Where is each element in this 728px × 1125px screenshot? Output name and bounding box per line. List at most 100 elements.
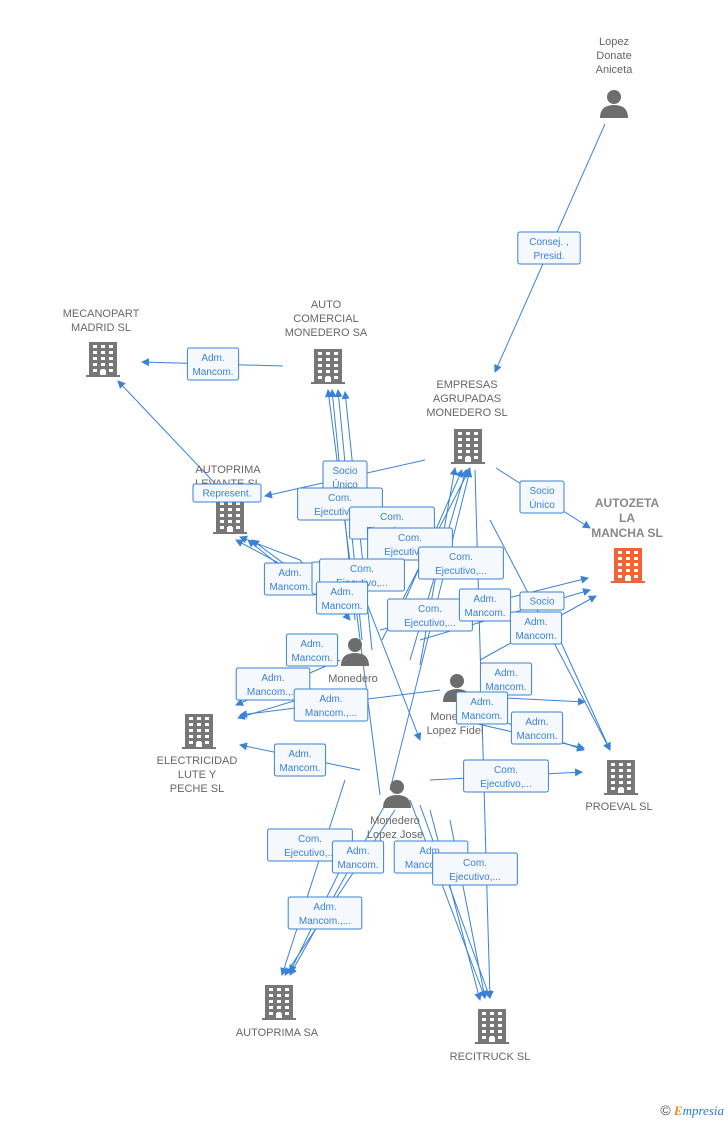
- edge-label-box: [186, 347, 240, 381]
- node-label-line: AUTO: [311, 299, 342, 311]
- edge-label-box: [331, 840, 385, 874]
- edge-label-box: [293, 688, 369, 722]
- edge-label-text: Mancom.: [515, 631, 556, 642]
- node-label-line: MONEDERO SL: [426, 407, 507, 419]
- edge-label-box: [519, 591, 565, 611]
- node-label: RECITRUCK SL: [450, 1051, 531, 1063]
- edge-labels-layer: Consej. ,Presid.Adm.Mancom.SocioÚnicoSoc…: [186, 231, 581, 930]
- edge-label-text: Adm.: [524, 617, 547, 628]
- edge-label-text: Com.: [449, 552, 473, 563]
- edge-label-l24[interactable]: Adm.Mancom.: [273, 743, 327, 777]
- edge-label-l29[interactable]: Com.Ejecutivo,...: [432, 852, 518, 886]
- edge-label-l25[interactable]: Com.Ejecutivo,...: [463, 759, 549, 793]
- node-label-line: RECITRUCK SL: [450, 1051, 531, 1063]
- building-icon: [86, 342, 120, 377]
- edge-33: [284, 809, 396, 976]
- building-icon: [604, 760, 638, 795]
- node-label-line: Lopez Jose: [367, 829, 423, 841]
- edge-label-box: [509, 611, 563, 645]
- edge-label-l9[interactable]: Com.Ejecutivo,...: [418, 546, 504, 580]
- edge-label-box: [235, 667, 311, 701]
- copyright-symbol: ©: [660, 1102, 671, 1118]
- node-label-line: AUTOPRIMA: [195, 464, 261, 476]
- edge-label-text: Adm.: [313, 902, 336, 913]
- edge-21: [559, 639, 611, 751]
- edge-34: [280, 779, 346, 976]
- edge-label-box: [432, 852, 518, 886]
- edge-label-text: Adm.: [261, 673, 284, 684]
- edge-label-text: Único: [529, 498, 555, 511]
- edge-label-text: Adm.: [300, 639, 323, 650]
- empresia-watermark: © Empresia: [660, 1102, 724, 1119]
- edge-36: [409, 799, 487, 999]
- edge-label-l26[interactable]: Com.Ejecutivo,...: [267, 828, 353, 862]
- node-label-line: MANCHA SL: [591, 526, 663, 540]
- edge-label-text: Adm.: [201, 353, 224, 364]
- edge-label-text: Adm.: [330, 587, 353, 598]
- edge-label-text: Mancom.: [516, 731, 557, 742]
- edge-label-text: Com.: [380, 512, 404, 523]
- edge-label-l10[interactable]: Adm.Mancom.: [263, 562, 317, 596]
- edge-38: [429, 809, 483, 1001]
- edge-label-text: Adm.: [278, 568, 301, 579]
- edge-label-l5[interactable]: Represent.: [192, 483, 262, 503]
- edge-label-l1[interactable]: Consej. ,Presid.: [517, 231, 581, 265]
- edge-label-box: [192, 483, 262, 503]
- edge-label-text: Ejecutivo,...: [284, 848, 336, 859]
- edge-label-l16[interactable]: Socio: [519, 591, 565, 611]
- edge-label-box: [458, 588, 512, 622]
- edge-label-l22[interactable]: Adm.Mancom.: [510, 711, 564, 745]
- edge-label-text: Adm.: [319, 694, 342, 705]
- edge-label-text: Consej. ,: [529, 237, 568, 248]
- node-autoprima[interactable]: AUTOPRIMA SA: [236, 985, 319, 1039]
- node-label-line: AGRUPADAS: [433, 393, 501, 405]
- edge-label-text: Ejecutivo,...: [384, 547, 436, 558]
- edge-label-box: [287, 896, 363, 930]
- node-label-line: EMPRESAS: [436, 379, 497, 391]
- node-recitruck[interactable]: RECITRUCK SL: [450, 1009, 531, 1063]
- edge-label-box: [510, 711, 564, 745]
- edge-label-box: [519, 480, 565, 514]
- edge-label-box: [285, 633, 339, 667]
- edge-label-l14[interactable]: Com.Ejecutivo,...: [387, 598, 473, 632]
- building-icon: [182, 714, 216, 749]
- edge-label-l19[interactable]: Adm. Mancom.: [479, 662, 533, 696]
- edge-label-text: Adm.: [494, 668, 517, 679]
- edge-label-l13[interactable]: Adm.Mancom.: [315, 581, 369, 615]
- edge-label-text: Ejecutivo,...: [480, 779, 532, 790]
- edge-label-l23[interactable]: Adm. Mancom.,...: [293, 688, 369, 722]
- edge-label-l2[interactable]: Adm.Mancom.: [186, 347, 240, 381]
- edge-label-text: Mancom.: [291, 653, 332, 664]
- edge-label-box: [418, 546, 504, 580]
- edge-label-l17[interactable]: Adm. Mancom.: [509, 611, 563, 645]
- building-icon: [311, 349, 345, 384]
- edge-label-text: Mancom.: [485, 682, 526, 693]
- node-empresas[interactable]: EMPRESAS AGRUPADAS MONEDERO SL: [426, 379, 508, 464]
- edge-label-box: [273, 743, 327, 777]
- edge-label-l27[interactable]: Adm.Mancom.: [331, 840, 385, 874]
- node-proeval[interactable]: PROEVAL SL: [585, 760, 653, 813]
- edge-label-text: Mancom.,...: [305, 708, 357, 719]
- node-label-line: Monedero: [328, 673, 378, 685]
- edge-label-l18[interactable]: Adm. Mancom.: [285, 633, 339, 667]
- edge-label-l30[interactable]: Adm.Mancom.,...: [287, 896, 363, 930]
- edge-label-text: Socio: [529, 486, 554, 497]
- brand-name: mpresia: [682, 1103, 724, 1118]
- edge-label-l20[interactable]: Adm.Mancom.,...: [235, 667, 311, 701]
- node-label-line: Lopez: [599, 36, 629, 48]
- edge-label-l21[interactable]: Adm.Mancom.: [455, 691, 509, 725]
- edge-label-text: Mancom.: [337, 860, 378, 871]
- edge-label-l15[interactable]: Adm.Mancom.: [458, 588, 512, 622]
